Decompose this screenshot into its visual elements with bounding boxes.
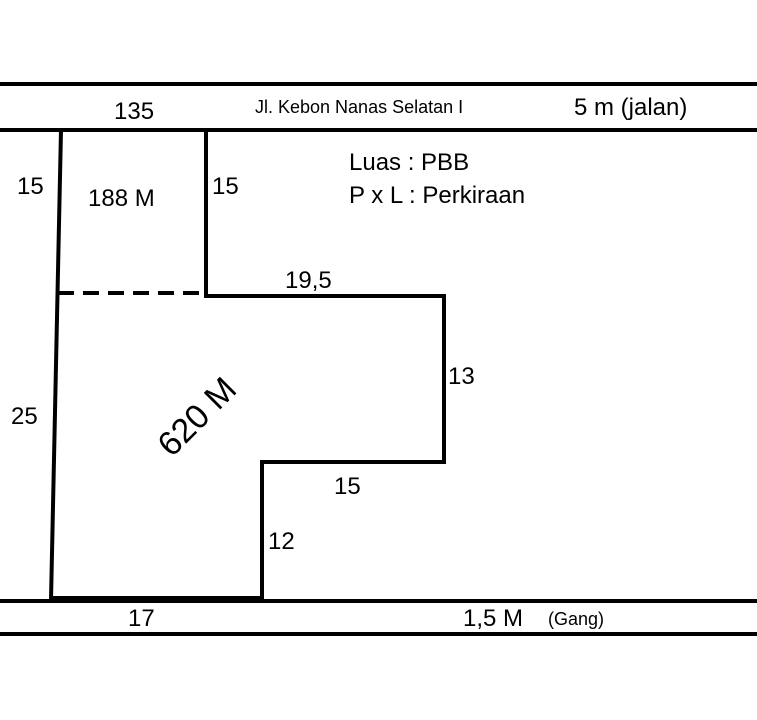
large-plot-inner-side: 12 <box>268 528 295 555</box>
large-plot-right-side: 13 <box>448 363 475 390</box>
gang-width-label: 1,5 M <box>463 605 524 632</box>
small-plot-right-side: 15 <box>212 173 239 200</box>
gang-label: (Gang) <box>548 609 605 629</box>
road-bottom-width-label: 17 <box>128 605 155 632</box>
road-top-width-label: 135 <box>114 98 155 125</box>
large-plot-boundary <box>51 294 446 600</box>
road-width-label: 5 m (jalan) <box>574 94 688 121</box>
dimension-note: P x L : Perkiraan <box>349 182 526 209</box>
street-name: Jl. Kebon Nanas Selatan I <box>255 97 464 117</box>
area-note: Luas : PBB <box>349 149 470 176</box>
large-plot-inner-step: 15 <box>334 473 361 500</box>
plot-left-boundary <box>49 129 63 601</box>
small-plot-left-side: 15 <box>17 173 44 200</box>
large-plot-left-side: 25 <box>11 403 38 430</box>
small-plot-area: 188 M <box>88 185 155 212</box>
large-plot-top-step: 19,5 <box>285 267 332 294</box>
